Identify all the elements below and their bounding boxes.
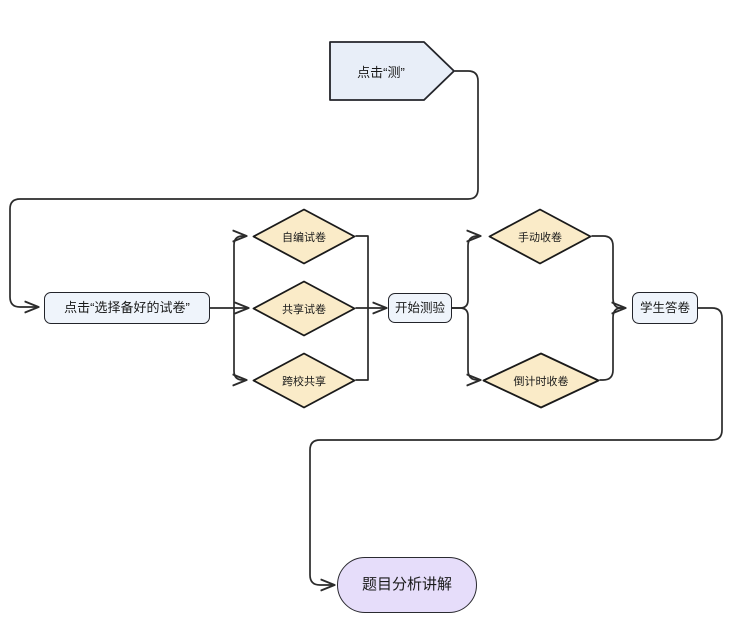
- node-select-paper-label: 点击“选择备好的试卷”: [64, 299, 190, 315]
- diamond-shape: [252, 280, 356, 337]
- node-self-paper[interactable]: 自编试卷: [252, 208, 356, 265]
- node-timer-collect-label: 倒计时收卷: [513, 375, 569, 388]
- node-share-paper-label: 共享试卷: [282, 303, 326, 316]
- edge-cross-school-to-begin-test: [355, 307, 369, 381]
- edge-manual-collect-to-student-answer: [591, 235, 625, 308]
- edge-start-to-select-paper: [9, 70, 479, 307]
- edge-begin-test-to-timer-collect: [451, 307, 480, 380]
- node-analysis[interactable]: 题目分析讲解: [337, 557, 477, 613]
- node-share-paper[interactable]: 共享试卷: [252, 280, 356, 337]
- edge-self-paper-to-begin-test: [355, 235, 369, 309]
- diamond-shape: [252, 208, 356, 265]
- node-start[interactable]: 点击“测”: [329, 41, 455, 101]
- node-cross-school-label: 跨校共享: [282, 375, 326, 388]
- node-manual-collect[interactable]: 手动收卷: [488, 208, 592, 265]
- diamond-shape: [252, 352, 356, 409]
- edge-begin-test-stem: [451, 236, 480, 309]
- node-student-answer-label: 学生答卷: [639, 300, 690, 315]
- node-timer-collect[interactable]: 倒计时收卷: [482, 352, 600, 409]
- pentagon-shape: [329, 41, 455, 101]
- diamond-shape: [482, 352, 600, 409]
- node-start-label: 点击“测”: [357, 64, 405, 80]
- edge-student-answer-to-analysis: [309, 307, 723, 585]
- node-self-paper-label: 自编试卷: [282, 231, 326, 244]
- node-manual-collect-label: 手动收卷: [518, 231, 562, 244]
- node-begin-test-label: 开始测验: [394, 300, 445, 315]
- edge-timer-collect-to-student-answer: [599, 307, 622, 381]
- edge-select-paper-to-self-paper: [234, 236, 246, 309]
- diamond-shape: [488, 208, 592, 265]
- node-cross-school[interactable]: 跨校共享: [252, 352, 356, 409]
- edge-select-paper-to-cross-school: [234, 307, 246, 380]
- node-student-answer[interactable]: 学生答卷: [632, 292, 698, 324]
- node-select-paper[interactable]: 点击“选择备好的试卷”: [44, 292, 210, 324]
- node-begin-test[interactable]: 开始测验: [388, 293, 452, 323]
- node-analysis-label: 题目分析讲解: [361, 576, 452, 594]
